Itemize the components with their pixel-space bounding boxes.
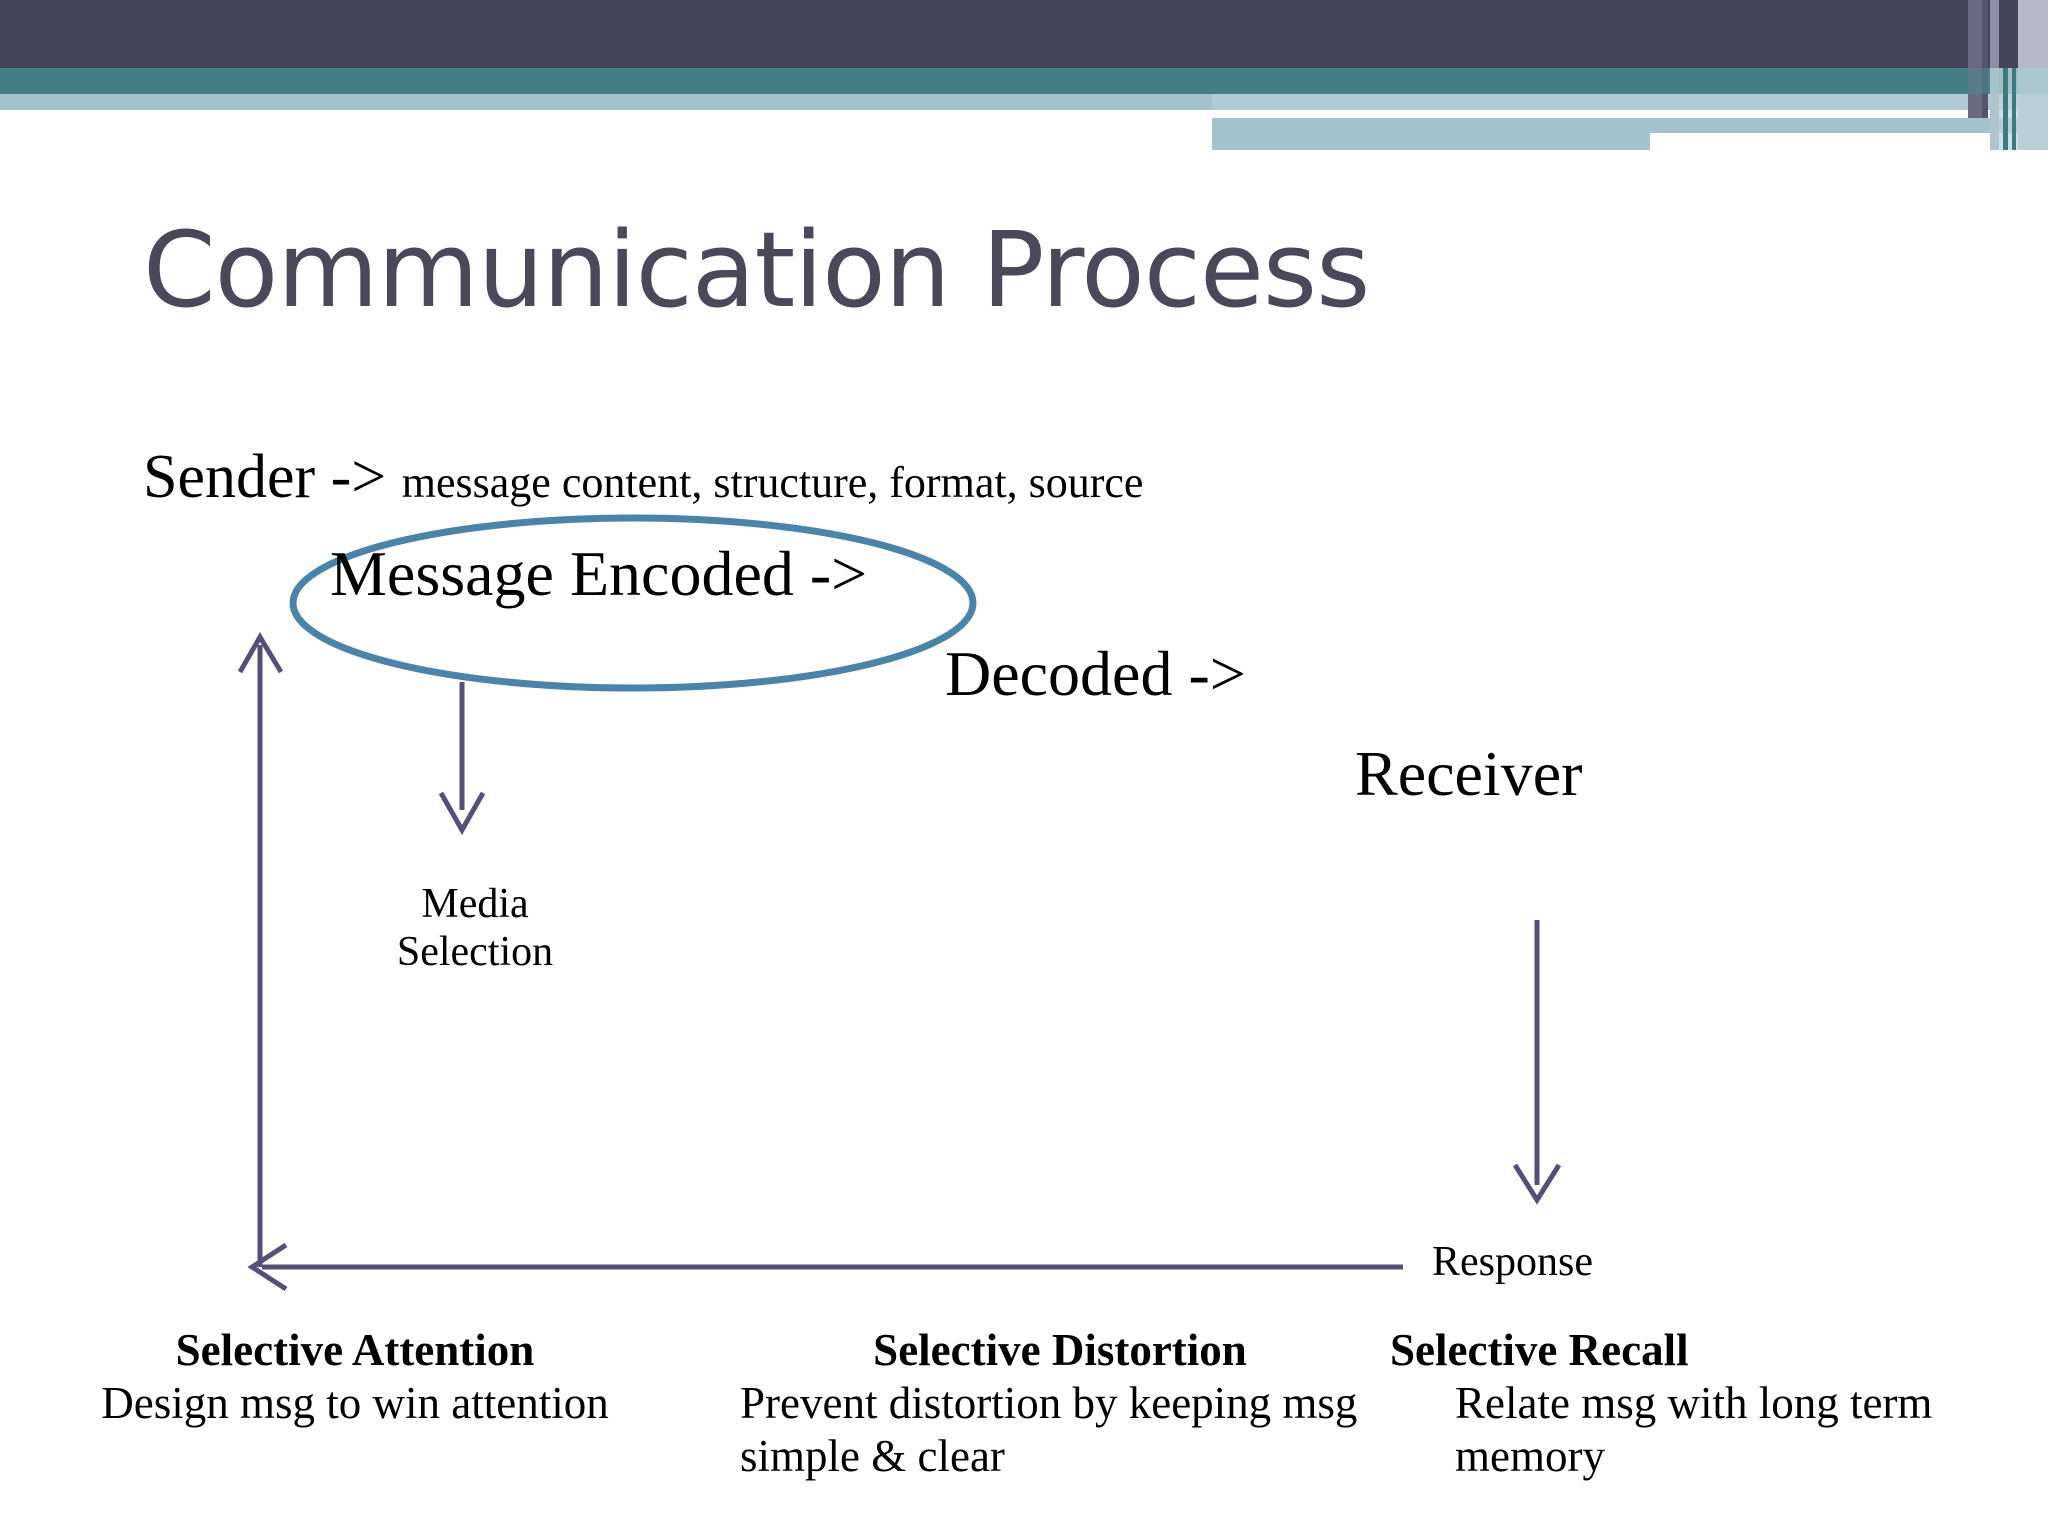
message-encoded-arrow: -> bbox=[793, 538, 868, 609]
message-encoded-label: Message Encoded bbox=[330, 538, 794, 609]
header-band-lower-cut bbox=[1650, 133, 2048, 150]
flow-line-message-encoded: Message Encoded -> bbox=[330, 540, 867, 607]
flow-line-decoded: Decoded -> bbox=[945, 638, 1246, 709]
header-band-light-right bbox=[1212, 94, 2048, 110]
header-stripe-teal-3 bbox=[2003, 68, 2008, 150]
header-stripe-1 bbox=[1968, 0, 1982, 118]
column-heading: Selective Attention bbox=[175, 1325, 535, 1375]
response-arrow-head bbox=[1512, 1163, 1562, 1205]
flow-line-receiver: Receiver bbox=[1355, 738, 1583, 809]
feedback-arrow-head-up bbox=[237, 632, 284, 674]
column-selective-recall: Selective Recall Relate msg with long te… bbox=[1390, 1325, 2030, 1483]
response-label: Response bbox=[1432, 1239, 1593, 1285]
flow-line-sender: Sender -> message content, structure, fo… bbox=[143, 443, 1144, 511]
header-band-teal bbox=[0, 68, 2048, 94]
header-band-white-gap bbox=[1212, 110, 1895, 118]
header-band-light-left bbox=[0, 94, 1212, 110]
sender-label: Sender -> bbox=[143, 443, 402, 511]
media-selection-arrow-head bbox=[438, 791, 486, 836]
media-selection-label: Media Selection bbox=[360, 880, 590, 977]
header-band-dark bbox=[0, 0, 2048, 68]
feedback-arrow-head-left bbox=[247, 1242, 288, 1292]
sender-detail: message content, structure, format, sour… bbox=[401, 458, 1144, 507]
header-stripe-teal-2 bbox=[1990, 68, 2048, 150]
page-title: Communication Process bbox=[143, 209, 1370, 331]
column-body: Relate msg with long term memory bbox=[1455, 1377, 1933, 1481]
column-heading: Selective Recall bbox=[1390, 1325, 1689, 1375]
column-body: Prevent distortion by keeping msg simple… bbox=[740, 1377, 1358, 1481]
media-selection-line-1: Media bbox=[421, 881, 529, 927]
column-selective-attention: Selective Attention Design msg to win at… bbox=[25, 1325, 685, 1430]
column-selective-distortion: Selective Distortion Prevent distortion … bbox=[740, 1325, 1380, 1483]
header-stripe-2 bbox=[1982, 0, 1988, 118]
media-selection-line-2: Selection bbox=[396, 929, 554, 976]
column-body: Design msg to win attention bbox=[101, 1377, 609, 1428]
column-heading: Selective Distortion bbox=[873, 1325, 1247, 1375]
header-stripe-teal-4 bbox=[2012, 68, 2016, 150]
